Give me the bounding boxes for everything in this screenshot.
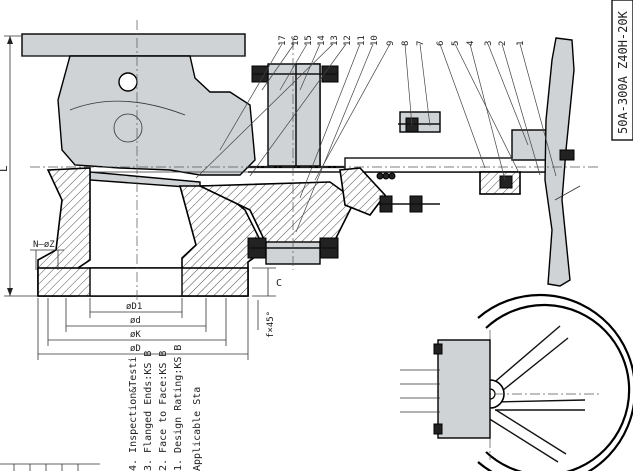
part-number-2: 2 — [498, 41, 508, 46]
part-number-7: 7 — [416, 41, 426, 46]
dim-f: f×45° — [266, 311, 276, 338]
upper-hole — [118, 72, 138, 92]
dim-C: C — [276, 278, 282, 289]
dim-od1: øD1 — [126, 302, 142, 312]
part-number-4: 4 — [466, 41, 476, 46]
note-2: 2. Face to Face:KS B — [158, 351, 169, 471]
dim-ok: øK — [130, 330, 141, 340]
part-number-10: 10 — [370, 35, 380, 46]
part-number-15: 15 — [304, 35, 314, 46]
note-3: 3. Flanged Ends:KS B — [143, 351, 154, 471]
part-number-6: 6 — [436, 41, 446, 46]
handwheel-side — [544, 37, 575, 287]
note-4: 4. Inspection&Testi — [128, 357, 139, 471]
table-fragment — [0, 463, 100, 471]
top-flange — [21, 33, 246, 57]
note-1: 1. Design Rating:KS B — [173, 345, 184, 471]
leader-lines — [195, 43, 557, 233]
part-number-16: 16 — [291, 35, 301, 46]
section-view — [21, 20, 600, 300]
dim-oD: øD — [130, 344, 141, 354]
part-number-3: 3 — [484, 41, 494, 46]
title-block: 50A-300A Z40H-20K — [611, 0, 633, 141]
part-number-5: 5 — [451, 41, 461, 46]
part-number-11: 11 — [357, 35, 367, 46]
part-number-9: 9 — [386, 41, 396, 46]
part-number-12: 12 — [343, 35, 353, 46]
upper-body — [57, 55, 256, 176]
dim-od: ød — [130, 316, 141, 326]
dim-L: L — [0, 165, 10, 172]
part-number-13: 13 — [330, 35, 340, 46]
notes-block: Applicable Sta 1. Design Rating:KS B 2. … — [128, 345, 203, 471]
dim-n-oz: N–øZ — [33, 240, 55, 250]
handwheel-top-view — [400, 293, 633, 475]
part-number-17: 17 — [278, 35, 288, 46]
part-number-14: 14 — [317, 35, 327, 46]
part-number-labels: 17 16 15 14 13 12 11 10 9 8 7 6 5 4 3 2 … — [278, 35, 526, 46]
notes-heading: Applicable Sta — [192, 387, 203, 471]
dimension-lines: L N–øZ øD1 ød øK øD C f×45° — [0, 35, 282, 360]
part-number-1: 1 — [516, 41, 526, 46]
part-number-8: 8 — [401, 41, 411, 46]
model-text: 50A-300A Z40H-20K — [616, 10, 630, 134]
handwheel-rim — [477, 293, 633, 475]
